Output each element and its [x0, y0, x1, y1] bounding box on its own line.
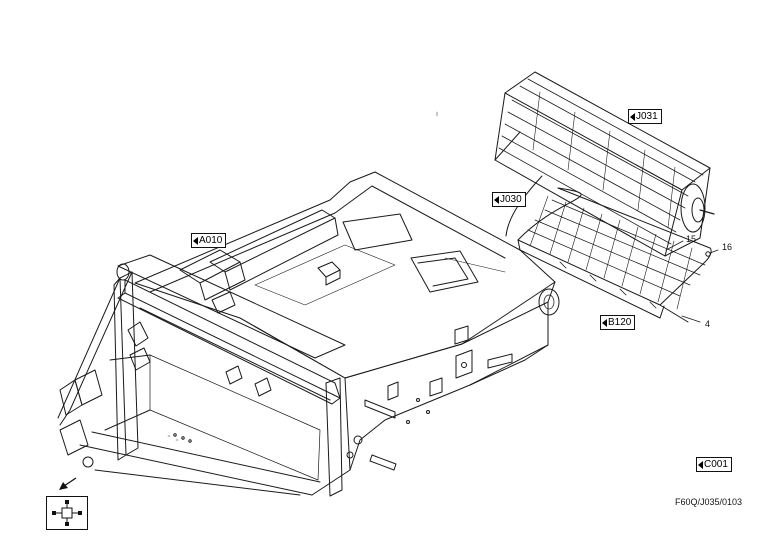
ref-tag-b120-label: B120 [608, 316, 632, 328]
callout-15: 15 [686, 234, 697, 244]
callout-16: 16 [722, 242, 733, 252]
drawing-code: F60Q/J035/0103 [675, 497, 743, 507]
triangle-left-icon [193, 236, 198, 245]
ref-tag-b120[interactable]: B120 [600, 315, 636, 330]
ref-tag-a010-label: A010 [199, 234, 223, 246]
triangle-left-icon [630, 112, 635, 121]
rotor-drum [494, 71, 715, 257]
ref-tag-c001-label: C001 [704, 458, 728, 470]
callout-leaders [665, 240, 719, 323]
callout-4: 4 [705, 319, 711, 329]
ref-tag-j031-label: J031 [636, 110, 658, 122]
ref-tag-c001[interactable]: C001 [696, 457, 732, 472]
ref-tag-j030-label: J030 [500, 193, 522, 205]
main-frame-housing [134, 171, 560, 496]
ref-tag-j031[interactable]: J031 [628, 109, 662, 124]
triangle-left-icon [698, 460, 703, 469]
ref-tag-a010[interactable]: A010 [191, 233, 227, 248]
concave-grate [517, 187, 712, 323]
ref-tag-j030[interactable]: J030 [492, 192, 526, 207]
triangle-left-icon [494, 195, 499, 204]
rotation-arc [505, 175, 543, 237]
arrow-down-left-icon[interactable] [56, 476, 78, 492]
feeder-arm-assembly [57, 209, 346, 497]
view-navigation-icon[interactable] [46, 496, 88, 530]
triangle-left-icon [602, 318, 607, 327]
